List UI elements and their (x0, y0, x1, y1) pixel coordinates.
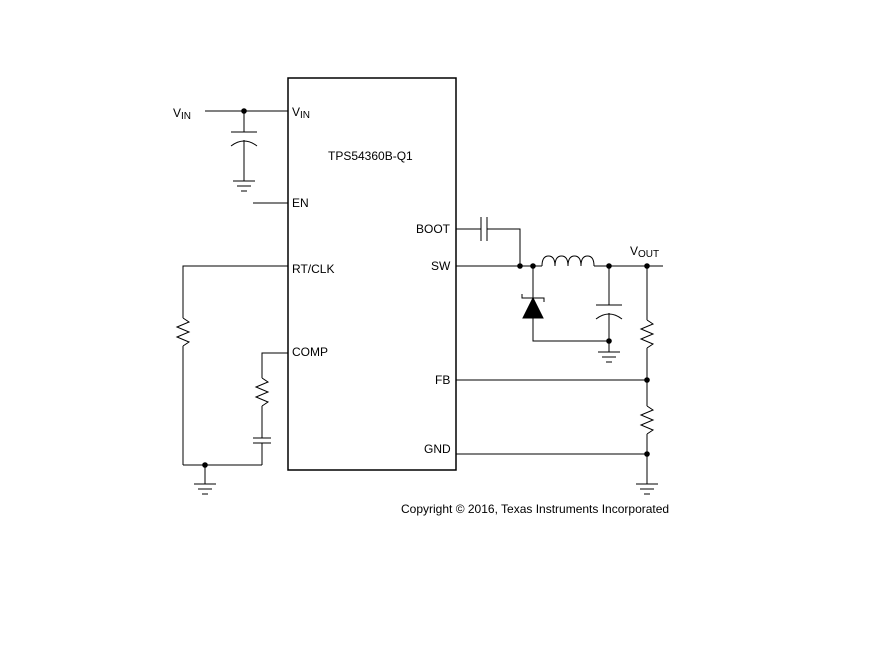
wire-comp (261, 352, 288, 378)
junction-gnd (644, 451, 650, 457)
comp-capacitor (253, 437, 271, 444)
net-label-vout: VOUT (630, 244, 659, 260)
ic-part-number: TPS54360B-Q1 (328, 149, 413, 163)
schottky-diode (521, 294, 545, 319)
ground-symbol-output (598, 351, 620, 363)
wire-rt-clk (182, 265, 288, 318)
net-label-vin: VIN (173, 106, 191, 122)
boot-capacitor (480, 217, 488, 241)
wire-boot-sw (487, 228, 521, 266)
pin-label-gnd: GND (424, 442, 451, 456)
pin-label-boot: BOOT (416, 222, 451, 236)
pin-label-comp: COMP (292, 345, 328, 359)
feedback-resistor-top (639, 319, 655, 349)
rt-resistor (175, 317, 191, 347)
pin-label-rt-clk: RT/CLK (292, 262, 334, 276)
inductor (541, 255, 595, 267)
pin-label-en: EN (292, 196, 309, 210)
ground-symbol-input (233, 180, 255, 192)
ic-body (287, 77, 457, 471)
comp-resistor (254, 377, 270, 407)
ground-symbol-left (194, 483, 216, 495)
pin-label-vin: VIN (292, 105, 310, 121)
pin-label-fb: FB (435, 373, 450, 387)
wire-diode-anode (532, 318, 609, 342)
junction-sw-boot (517, 263, 523, 269)
feedback-resistor-bottom (639, 405, 655, 435)
junction-fb (644, 377, 650, 383)
ground-symbol-right (636, 483, 658, 495)
pin-label-sw: SW (431, 259, 451, 273)
copyright-notice: Copyright © 2016, Texas Instruments Inco… (401, 502, 669, 516)
